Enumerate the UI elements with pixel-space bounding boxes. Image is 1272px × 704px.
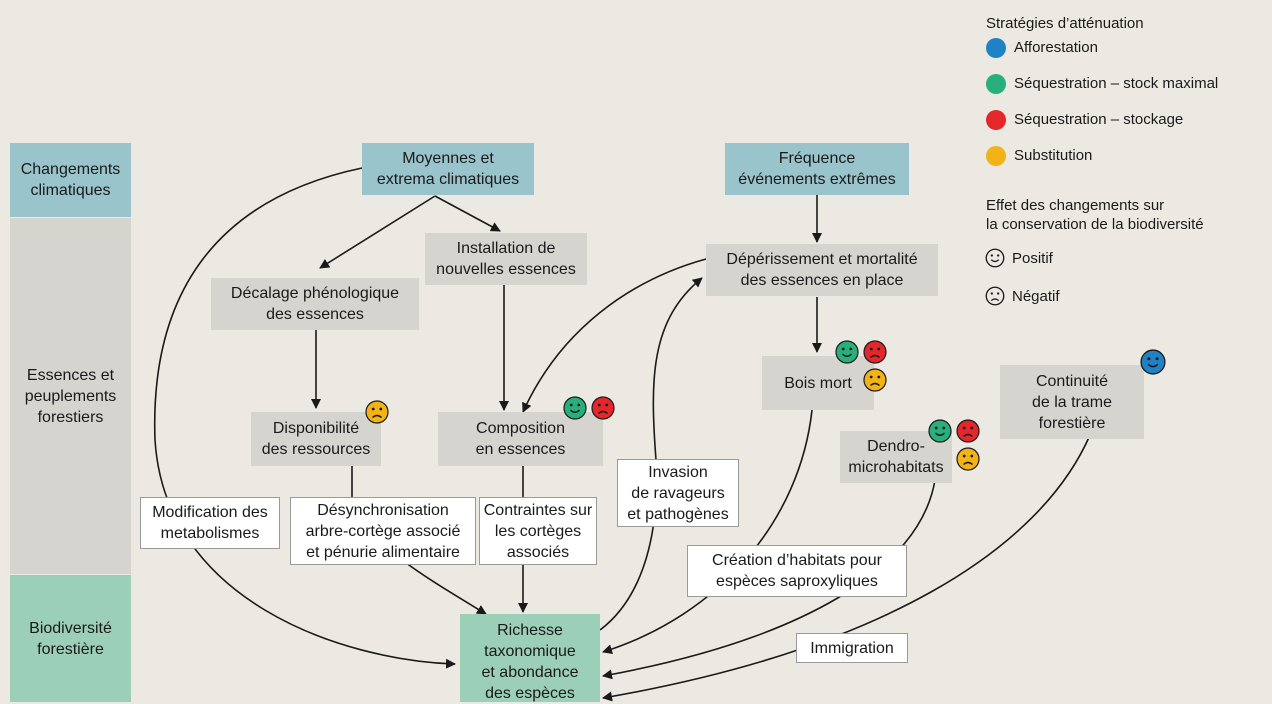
arrow-moyennes-to-decalage — [319, 195, 436, 269]
effect-boismort-seqstock-negative — [863, 340, 887, 364]
label-creation-habitats: Création d’habitats pour espèces saproxy… — [687, 545, 907, 597]
arrow-moyennes-to-richesse — [153, 167, 456, 669]
effect-dendro-substitution-negative — [956, 447, 980, 471]
legend-strategy-substitution: Substitution — [1014, 147, 1093, 164]
legend-effect-title: Effet des changements sur la conservatio… — [986, 197, 1204, 233]
smiley-face-icon — [985, 248, 1005, 268]
node-bois-mort: Bois mort — [762, 356, 874, 410]
effect-disponibilite-substitution-negative — [365, 400, 389, 424]
node-installation: Installation de nouvelles essences — [425, 233, 587, 285]
legend-strategy-sequestration-max: Séquestration – stock maximal — [1014, 75, 1219, 92]
arrow-boismort-to-richesse — [602, 409, 813, 655]
legend-effect-negatif: Négatif — [1012, 288, 1060, 305]
legend-strategy-sequestration-stock: Séquestration – stockage — [1014, 111, 1184, 128]
band-biodiversity: Biodiversité forestière — [10, 575, 131, 702]
effect-boismort-substitution-negative — [863, 368, 887, 392]
arrow-moyennes-to-installation — [434, 195, 501, 232]
frowny-face-icon — [985, 286, 1005, 306]
effect-dendro-seqstock-negative — [956, 419, 980, 443]
arrow-continuite-to-richesse — [602, 434, 1091, 702]
effect-dendro-seqmax-positive — [928, 419, 952, 443]
label-modification-metabolismes: Modification des metabolismes — [140, 497, 280, 549]
node-frequence-evenements: Fréquence événements extrêmes — [725, 143, 909, 195]
node-disponibilite: Disponibilité des ressources — [251, 412, 381, 466]
label-immigration: Immigration — [796, 633, 908, 663]
node-decalage: Décalage phénologique des essences — [211, 278, 419, 330]
band-climate: Changements climatiques — [10, 143, 131, 217]
sequestration-stock-dot-icon — [986, 110, 1006, 130]
node-moyennes-climatiques: Moyennes et extrema climatiques — [362, 143, 534, 195]
node-composition: Composition en essences — [438, 412, 603, 466]
sequestration-max-dot-icon — [986, 74, 1006, 94]
legend-effect-positif: Positif — [1012, 250, 1053, 267]
effect-composition-seqmax-positive — [563, 396, 587, 420]
effect-boismort-seqmax-positive — [835, 340, 859, 364]
legend-strategies-title: Stratégies d’atténuation — [986, 15, 1144, 32]
band-forest: Essences et peuplements forestiers — [10, 218, 131, 574]
effect-composition-seqstock-negative — [591, 396, 615, 420]
node-deperissement: Dépérissement et mortalité des essences … — [706, 244, 938, 296]
legend-strategy-afforestation: Afforestation — [1014, 39, 1098, 56]
label-invasion: Invasion de ravageurs et pathogènes — [617, 459, 739, 527]
label-desynchronisation: Désynchronisation arbre-cortège associé … — [290, 497, 476, 565]
arrow-deperissement-to-composition — [522, 258, 707, 413]
arrow-dendro-to-richesse — [602, 479, 936, 680]
effect-continuite-afforestation-positive — [1140, 349, 1166, 375]
node-richesse: Richesse taxonomique et abondance des es… — [460, 614, 600, 702]
label-contraintes: Contraintes sur les cortèges associés — [479, 497, 597, 565]
node-continuite: Continuité de la trame forestière — [1000, 365, 1144, 439]
afforestation-dot-icon — [986, 38, 1006, 58]
substitution-dot-icon — [986, 146, 1006, 166]
